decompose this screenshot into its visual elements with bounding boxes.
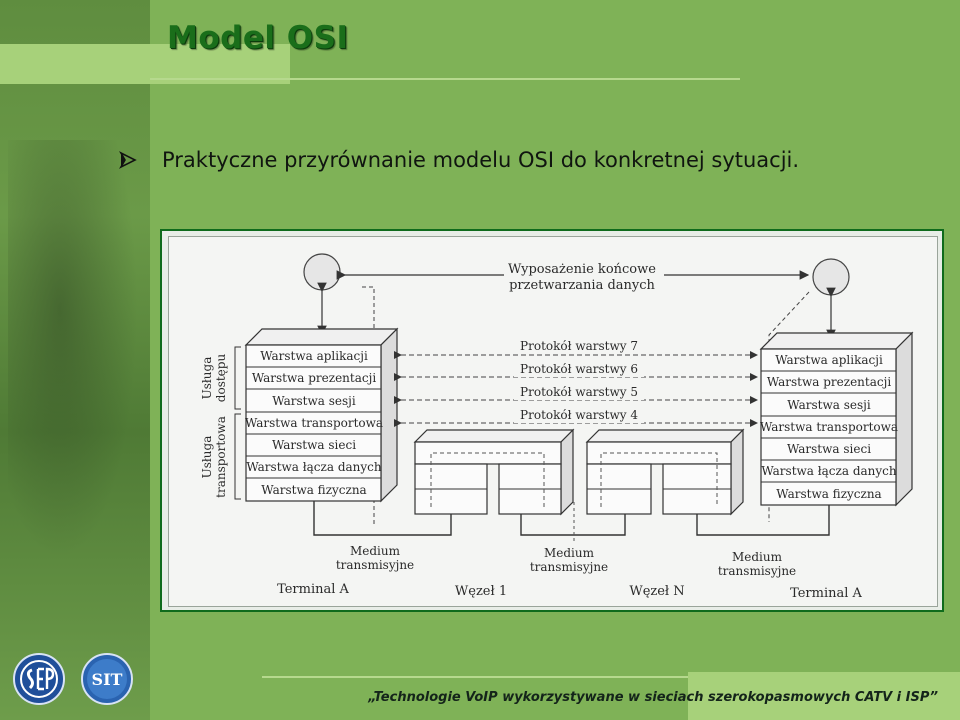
access-service-bracket: [234, 346, 241, 410]
footer-divider: [262, 676, 960, 678]
medium-link-right: [696, 505, 830, 536]
top-label-bg: [504, 261, 664, 297]
protocol-label-7: Protokół warstwy 7: [520, 339, 638, 353]
protocol-label-4: Protokół warstwy 4: [520, 408, 638, 422]
medium-right-line1: Medium: [732, 550, 783, 564]
right-layer-3: Warstwa sieci: [787, 442, 871, 456]
arrow-bullet-icon: [118, 151, 137, 169]
node-1-block: [413, 428, 575, 516]
background-photo: [8, 140, 138, 560]
end-system-left-icon: [303, 253, 341, 291]
osi-diagram-svg: Wyposażenie końcowe przetwarzania danych…: [200, 253, 914, 601]
left-layer-7: Warstwa aplikacji: [260, 349, 368, 363]
right-layer-6: Warstwa prezentacji: [767, 375, 891, 389]
node-n-block: [585, 428, 745, 516]
sit-logo-icon: SIT: [81, 653, 133, 705]
title-divider: [150, 78, 740, 80]
medium-right-line2: transmisyjne: [718, 564, 796, 578]
left-layer-4: Warstwa transportowa: [245, 416, 383, 430]
transport-service-bracket: [234, 413, 241, 500]
top-label-line2: przetwarzania danych: [509, 278, 655, 293]
end-system-right-icon: [812, 258, 850, 296]
terminal-left-label: Terminal A: [277, 582, 349, 597]
left-decorative-strip: [0, 0, 150, 720]
node-1-label: Węzeł 1: [455, 584, 507, 599]
side-access-label-2: dostępu: [214, 354, 228, 403]
medium-middle-line2: transmisyjne: [530, 560, 608, 574]
right-layer-2: Warstwa łącza danych: [761, 464, 897, 478]
left-layer-6: Warstwa prezentacji: [252, 371, 376, 385]
right-layer-7: Warstwa aplikacji: [775, 353, 883, 367]
medium-middle-line1: Medium: [544, 546, 595, 560]
footer-caption: „Technologie VoIP wykorzystywane w sieci…: [368, 690, 938, 705]
medium-left-line1: Medium: [350, 544, 401, 558]
footer-highlight-box: [688, 672, 960, 720]
right-layer-5: Warstwa sesji: [787, 398, 871, 412]
left-layer-5: Warstwa sesji: [272, 394, 356, 408]
left-stack: [244, 327, 399, 503]
right-layer-4: Warstwa transportowa: [760, 420, 898, 434]
sep-logo-icon: [13, 653, 65, 705]
protocol-label-5: Protokół warstwy 5: [520, 385, 638, 399]
bullet-text: Praktyczne przyrównanie modelu OSI do ko…: [162, 148, 800, 172]
left-layer-3: Warstwa sieci: [272, 438, 356, 452]
slide-title: Model OSI: [167, 20, 349, 56]
top-label-line1: Wyposażenie końcowe: [508, 262, 656, 277]
osi-diagram-frame: Wyposażenie końcowe przetwarzania danych…: [160, 229, 944, 612]
side-access-label-1: Usługa: [200, 357, 214, 400]
sit-logo-text: SIT: [92, 670, 123, 689]
bullet-item: Praktyczne przyrównanie modelu OSI do ko…: [118, 148, 799, 172]
node-n-label: Węzeł N: [629, 584, 684, 599]
medium-link-left: [313, 501, 452, 536]
left-layer-1: Warstwa fizyczna: [261, 483, 366, 497]
osi-diagram: Wyposażenie końcowe przetwarzania danych…: [168, 236, 938, 607]
right-stack: [759, 331, 914, 507]
left-layer-2: Warstwa łącza danych: [246, 460, 382, 474]
medium-link-middle: [520, 514, 626, 536]
right-layer-1: Warstwa fizyczna: [776, 487, 881, 501]
medium-left-line2: transmisyjne: [336, 558, 414, 572]
title-highlight-bar: [0, 44, 290, 84]
side-transport-label-1: Usługa: [200, 436, 214, 479]
side-transport-label-2: transportowa: [214, 416, 228, 498]
protocol-label-6: Protokół warstwy 6: [520, 362, 638, 376]
terminal-right-label: Terminal A: [790, 586, 862, 601]
